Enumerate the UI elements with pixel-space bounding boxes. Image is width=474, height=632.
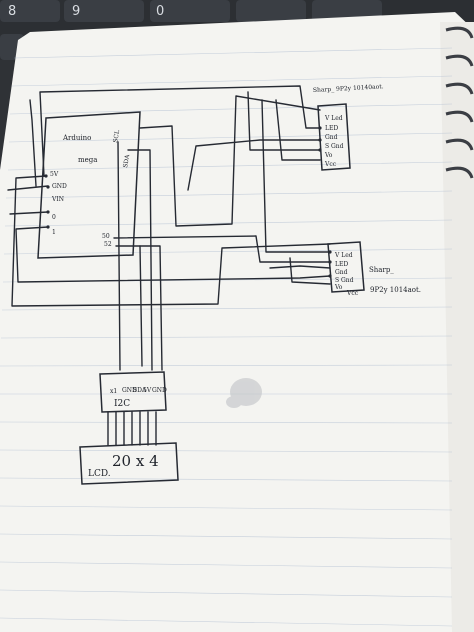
sharp-right-pin-vled: V Led bbox=[334, 252, 353, 259]
lcd-size: 20 x 4 bbox=[112, 452, 159, 470]
sharp-top-pin-vled: V Led bbox=[324, 115, 343, 122]
i2c-pin-gnd-1: GND bbox=[122, 387, 137, 394]
sharp-top-pin-vo: Vo bbox=[324, 152, 333, 159]
key-8: 8 bbox=[8, 4, 16, 19]
sharp-top-pin-vcc: Vcc bbox=[324, 161, 337, 168]
lcd-label: LCD. bbox=[88, 469, 111, 479]
sharp-right-pin-vo: Vo bbox=[334, 284, 343, 291]
i2c-box bbox=[99, 371, 167, 413]
eraser-smudge bbox=[226, 378, 262, 408]
sharp-right-pin-gnd: Gnd bbox=[335, 269, 348, 276]
i2c-pin-x1: x1 bbox=[110, 388, 117, 395]
i2c-pin-gnd-2: GND bbox=[152, 387, 167, 394]
arduino-pin-vin: VIN bbox=[51, 196, 64, 203]
i2c-pin-5v: 5V bbox=[143, 387, 152, 394]
sharp-top-pin-sgnd: S Gnd bbox=[325, 143, 344, 150]
sharp-right-pin-led: LED bbox=[335, 261, 348, 268]
lcd-box bbox=[79, 442, 179, 485]
sharp-right-pin-sgnd: S Gnd bbox=[335, 277, 354, 284]
sharp-right-title-1: Sharp_ bbox=[369, 266, 394, 274]
schematic: Arduino mega 5V GND VIN 0 1 SCL SDA 50 5… bbox=[7, 83, 421, 485]
key-9: 9 bbox=[72, 4, 80, 19]
i2c-lcd-pins bbox=[107, 411, 157, 446]
arduino-title: Arduino bbox=[62, 134, 91, 142]
arduino-pin-52: 52 bbox=[104, 241, 112, 248]
arduino-pin-1: 1 bbox=[52, 229, 56, 236]
i2c-label: I2C bbox=[114, 399, 130, 409]
arduino-subtitle: mega bbox=[78, 156, 97, 164]
wires bbox=[7, 85, 331, 371]
arduino-pin-5v: 5V bbox=[50, 171, 59, 178]
arduino-pin-gnd: GND bbox=[52, 183, 67, 190]
sharp-top-pin-gnd: Gnd bbox=[325, 134, 338, 141]
arduino-box bbox=[37, 111, 141, 259]
sharp-top-pin-led: LED bbox=[325, 125, 338, 132]
arduino-pin-sda: SDA bbox=[122, 153, 131, 168]
sharp-right-title-2: 9P2y 1014aot. bbox=[370, 286, 421, 294]
i2c-pin-sda: SDA bbox=[133, 387, 147, 394]
spiral-binding bbox=[445, 26, 474, 179]
pin-dots bbox=[44, 126, 332, 278]
arduino-pin-scl: SCL bbox=[112, 130, 121, 144]
key-0: 0 bbox=[156, 4, 164, 19]
sharp-top-title: Sharp_ 9P2y 10140aot. bbox=[313, 83, 384, 94]
ruled-lines bbox=[0, 47, 453, 627]
sharp-right-pin-vcc: Vcc bbox=[346, 290, 359, 297]
notebook-page bbox=[0, 12, 474, 632]
arduino-pin-0: 0 bbox=[52, 214, 56, 221]
arduino-pin-50: 50 bbox=[102, 233, 110, 240]
